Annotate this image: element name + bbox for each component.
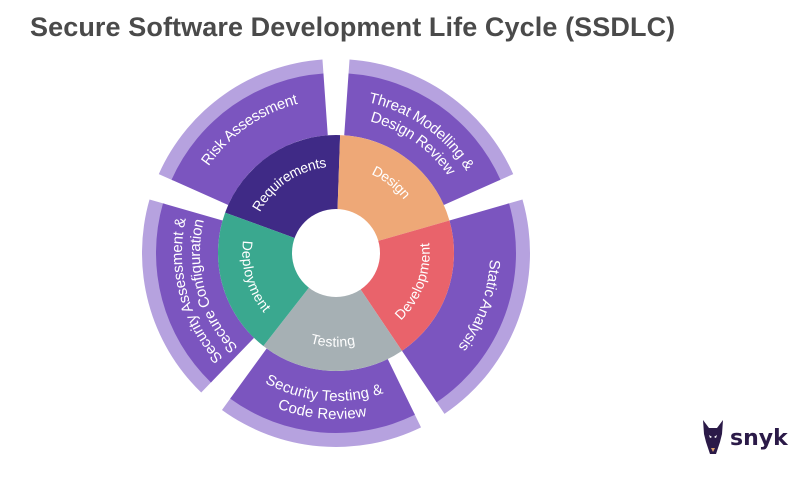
inner-stage-design [337,135,450,242]
outer-segment-security-testing-code-review-rim [221,397,422,447]
center-hole [292,209,380,297]
outer-segment-risk-assessment-rim [158,59,324,181]
outer-segment-static-analysis-rim [435,199,530,414]
outer-segment-risk-assessment [171,73,328,206]
outer-segment-threat-modelling-design-review [344,73,501,206]
outer-segment-static-analysis [401,203,516,403]
page-title: Secure Software Development Life Cycle (… [30,12,676,42]
outer-segment-security-assessment-secure-configuration [156,203,255,383]
inner-stage-development [358,220,455,351]
logo-wordmark: snyk [730,425,788,451]
inner-stage-testing [263,284,402,371]
inner-stage-requirements [225,135,341,240]
doberman-icon [703,420,723,454]
inner-stage-deployment [218,212,312,346]
inner-stage-testing-label: Testing [309,330,356,349]
outer-segment-security-testing-code-review [230,348,415,433]
outer-segment-security-assessment-secure-configuration-rim [142,199,213,393]
snyk-logo: snyk [700,418,788,458]
outer-segment-threat-modelling-design-review-rim [348,59,514,181]
